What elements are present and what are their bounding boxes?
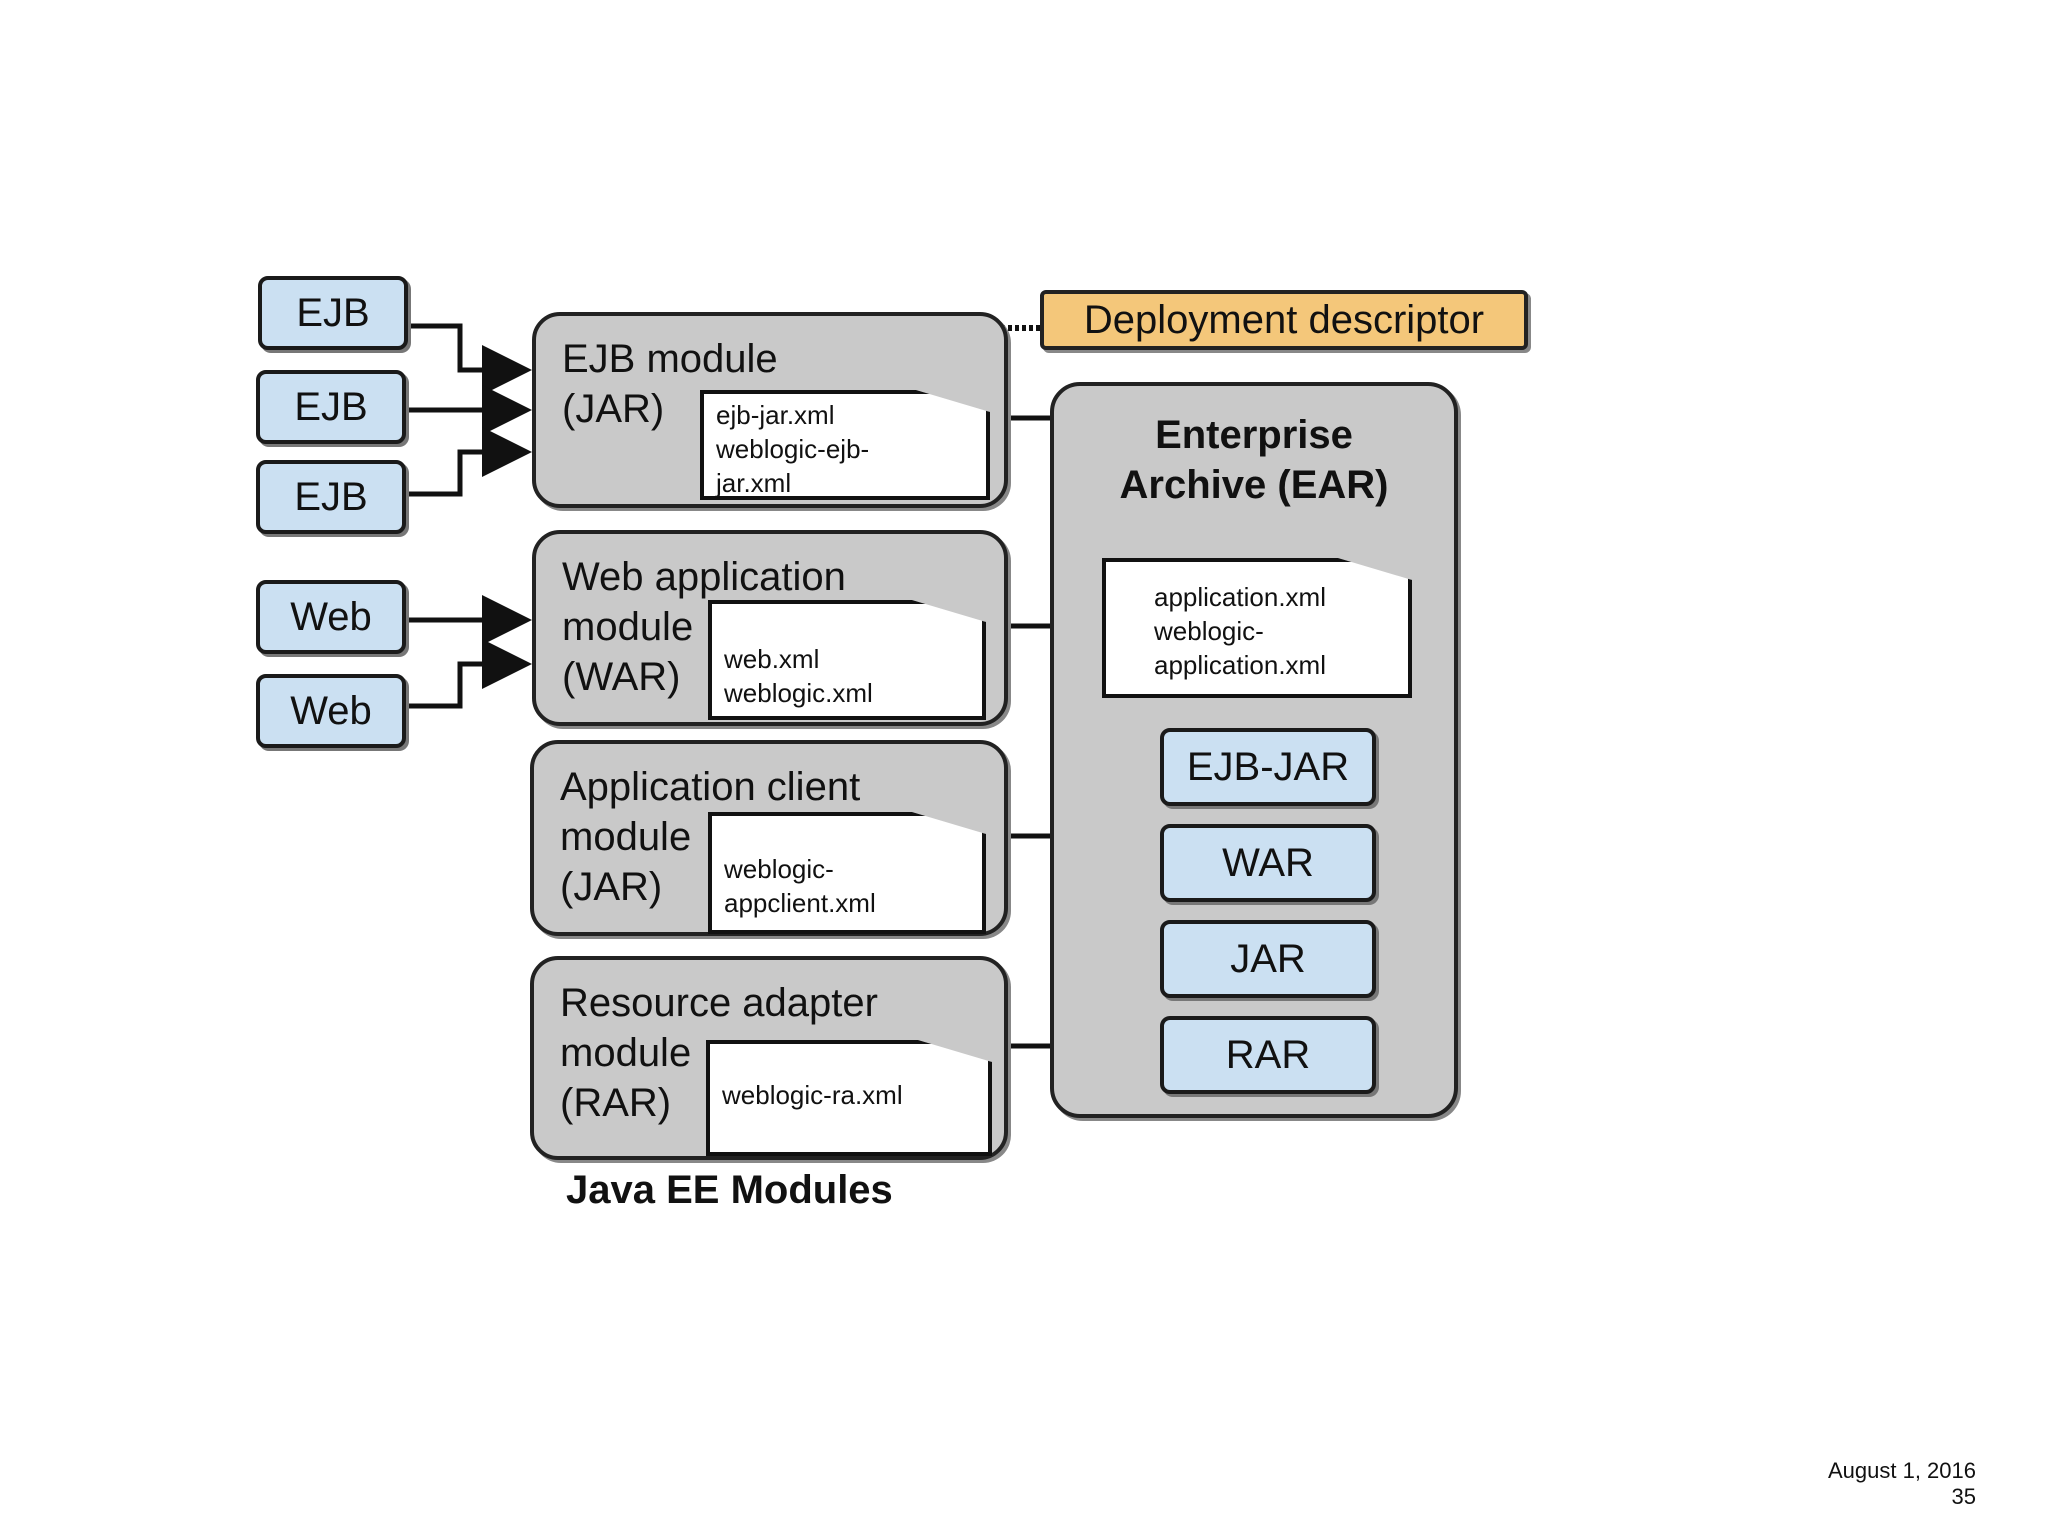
client-module-title: Application client module (JAR) bbox=[560, 765, 861, 909]
client-module-descriptor-text: weblogic- appclient.xml bbox=[724, 854, 876, 918]
resource-module-descriptor-text: weblogic-ra.xml bbox=[722, 1080, 903, 1110]
slide-date: August 1, 2016 bbox=[1827, 1458, 1976, 1483]
application-client-module: Application client module (JAR) weblogic… bbox=[530, 740, 1008, 936]
ejb-module-descriptor-text: ejb-jar.xml weblogic-ejb- jar.xml bbox=[716, 400, 870, 498]
web-module-descriptor-text: web.xml weblogic.xml bbox=[724, 644, 873, 708]
connector-ejb3 bbox=[408, 427, 532, 497]
web-component-2: Web bbox=[256, 674, 406, 748]
resource-module-descriptor-file: weblogic-ra.xml bbox=[706, 1040, 992, 1156]
ear-title: Enterprise Archive (EAR) bbox=[1119, 413, 1389, 507]
deployment-descriptor-label: Deployment descriptor bbox=[1040, 290, 1528, 350]
ejb-module: EJB module (JAR) ejb-jar.xml weblogic-ej… bbox=[532, 312, 1008, 508]
ejb-component-2: EJB bbox=[256, 370, 406, 444]
web-application-module: Web application module (WAR) web.xml web… bbox=[532, 530, 1008, 726]
ejb-module-descriptor-file: ejb-jar.xml weblogic-ejb- jar.xml bbox=[700, 390, 990, 500]
client-module-descriptor-file: weblogic- appclient.xml bbox=[708, 812, 986, 934]
resource-module-title: Resource adapter module (RAR) bbox=[560, 981, 878, 1125]
ejb-component-3: EJB bbox=[256, 460, 406, 534]
ear-descriptor-file: application.xml weblogic- application.xm… bbox=[1102, 558, 1412, 698]
ear-item-ejb-jar: EJB-JAR bbox=[1160, 728, 1376, 806]
diagram-caption: Java EE Modules bbox=[566, 1168, 893, 1212]
ear-item-jar: JAR bbox=[1160, 920, 1376, 998]
ejb-component-1: EJB bbox=[258, 276, 408, 350]
web-module-descriptor-file: web.xml weblogic.xml bbox=[708, 600, 986, 720]
ear-item-war: WAR bbox=[1160, 824, 1376, 902]
ejb-module-title: EJB module (JAR) bbox=[562, 337, 778, 431]
web-component-1: Web bbox=[256, 580, 406, 654]
web-module-title: Web application module (WAR) bbox=[562, 555, 846, 699]
connector-web2 bbox=[408, 639, 532, 709]
ear-item-rar: RAR bbox=[1160, 1016, 1376, 1094]
connector-ejb1 bbox=[408, 323, 532, 395]
ear-descriptor-text: application.xml weblogic- application.xm… bbox=[1154, 582, 1326, 680]
slide-page-number: 35 bbox=[1951, 1484, 1976, 1509]
resource-adapter-module: Resource adapter module (RAR) weblogic-r… bbox=[530, 956, 1008, 1160]
